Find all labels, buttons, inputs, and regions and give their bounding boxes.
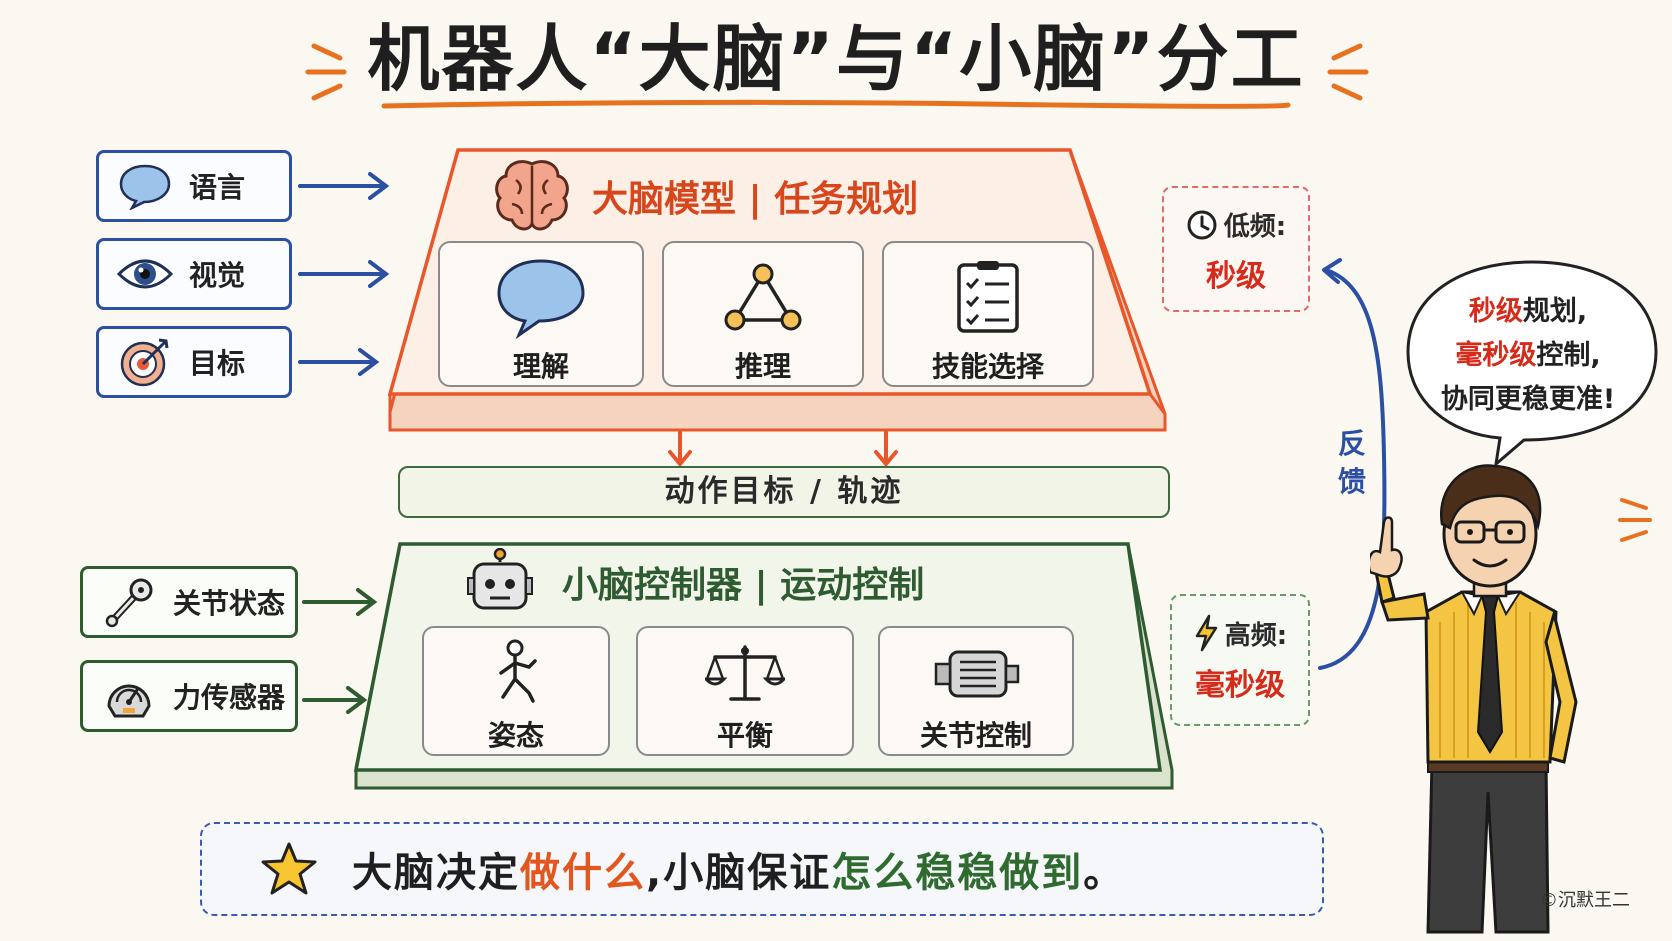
title-spark-right: [1327, 43, 1369, 101]
brain-card-understand: 理解: [438, 241, 644, 387]
target-icon: [113, 334, 177, 390]
input-language-label: 语言: [189, 171, 246, 204]
speech-bubble: [1406, 260, 1658, 468]
motor-icon: [930, 638, 1022, 710]
character-spark: [1618, 498, 1652, 542]
brain-icon: [490, 156, 574, 236]
clock-icon: [1187, 210, 1217, 239]
input-vision: 视觉: [96, 238, 292, 310]
input-vision-label: 视觉: [189, 259, 246, 292]
speech-line1-highlight: 秒级: [1468, 296, 1523, 327]
speech-line2-highlight: 毫秒级: [1455, 340, 1537, 371]
speech-line1-rest: 规划,: [1522, 296, 1588, 327]
brain-card-skill: 技能选择: [882, 241, 1094, 387]
checklist-icon: [953, 253, 1023, 341]
input-language: 语言: [96, 150, 292, 222]
brain-panel-title: 大脑模型 | 任务规划: [592, 179, 919, 220]
brain-card-reasoning-label: 推理: [734, 350, 791, 383]
input-arrows-top: [298, 172, 390, 376]
action-target-bar: 动作目标 / 轨迹: [398, 466, 1170, 518]
triangle-nodes-icon: [723, 253, 803, 341]
speech-line3: 协同更稳更准!: [1440, 384, 1616, 415]
cerebellum-card-joint: 关节控制: [878, 626, 1074, 756]
robot-icon: [466, 547, 534, 614]
brain-card-reasoning: 推理: [662, 241, 864, 387]
presenter-character: [1370, 464, 1578, 934]
lightning-icon: [1195, 614, 1218, 652]
summary-part5: 。: [1083, 850, 1126, 896]
cerebellum-card-posture-label: 姿态: [487, 719, 544, 752]
feedback-arrow: [1318, 258, 1387, 670]
speech-bubble-icon: [493, 253, 589, 341]
high-frequency-label: 高频:: [1224, 620, 1288, 651]
cerebellum-card-balance: 平衡: [636, 626, 854, 756]
title-spark-left: [305, 43, 347, 101]
wrench-joint-icon: [97, 574, 161, 630]
speech-line2-rest: 控制,: [1536, 340, 1601, 371]
brain-card-understand-label: 理解: [512, 350, 569, 383]
star-icon: [261, 842, 317, 895]
speech-bubble-icon: [113, 158, 177, 214]
summary-part2: 做什么: [520, 850, 646, 896]
low-frequency-label: 低频:: [1223, 212, 1287, 242]
walking-figure-icon: [485, 638, 547, 710]
balance-scale-icon: [705, 638, 785, 710]
summary-part3: ,小脑保证: [646, 850, 832, 896]
cerebellum-card-posture: 姿态: [422, 626, 610, 756]
input-joint-state-label: 关节状态: [173, 587, 286, 620]
copyright-text: ©沉默王二: [1540, 890, 1630, 911]
input-force-sensor: 力传感器: [80, 660, 298, 732]
summary-part1: 大脑决定: [352, 850, 520, 896]
cerebellum-card-balance-label: 平衡: [716, 719, 773, 752]
low-frequency-box: 低频: 秒级: [1162, 186, 1310, 312]
title-underline: [381, 99, 1291, 109]
low-frequency-value: 秒级: [1206, 259, 1266, 294]
input-arrows-bottom: [302, 588, 378, 714]
high-frequency-value: 毫秒级: [1195, 668, 1285, 703]
page-title: 机器人“大脑”与“小脑”分工: [367, 17, 1305, 101]
input-goal-label: 目标: [189, 347, 246, 380]
eye-icon: [113, 246, 177, 302]
cerebellum-panel-title: 小脑控制器 | 运动控制: [562, 565, 925, 606]
brain-card-skill-label: 技能选择: [931, 350, 1044, 383]
high-frequency-box: 高频: 毫秒级: [1170, 594, 1310, 726]
input-goal: 目标: [96, 326, 292, 398]
cerebellum-card-joint-label: 关节控制: [919, 719, 1032, 752]
speech-bubble-text: 秒级规划, 毫秒级控制, 协同更稳更准!: [1418, 290, 1638, 422]
feedback-label: 反馈: [1337, 427, 1366, 498]
input-force-sensor-label: 力传感器: [173, 681, 286, 714]
summary-banner: 大脑决定 做什么 ,小脑保证 怎么稳稳做到 。: [200, 822, 1324, 916]
down-arrows: [668, 430, 898, 468]
input-joint-state: 关节状态: [80, 566, 298, 638]
summary-part4: 怎么稳稳做到: [831, 850, 1084, 896]
gauge-icon: [97, 668, 161, 724]
